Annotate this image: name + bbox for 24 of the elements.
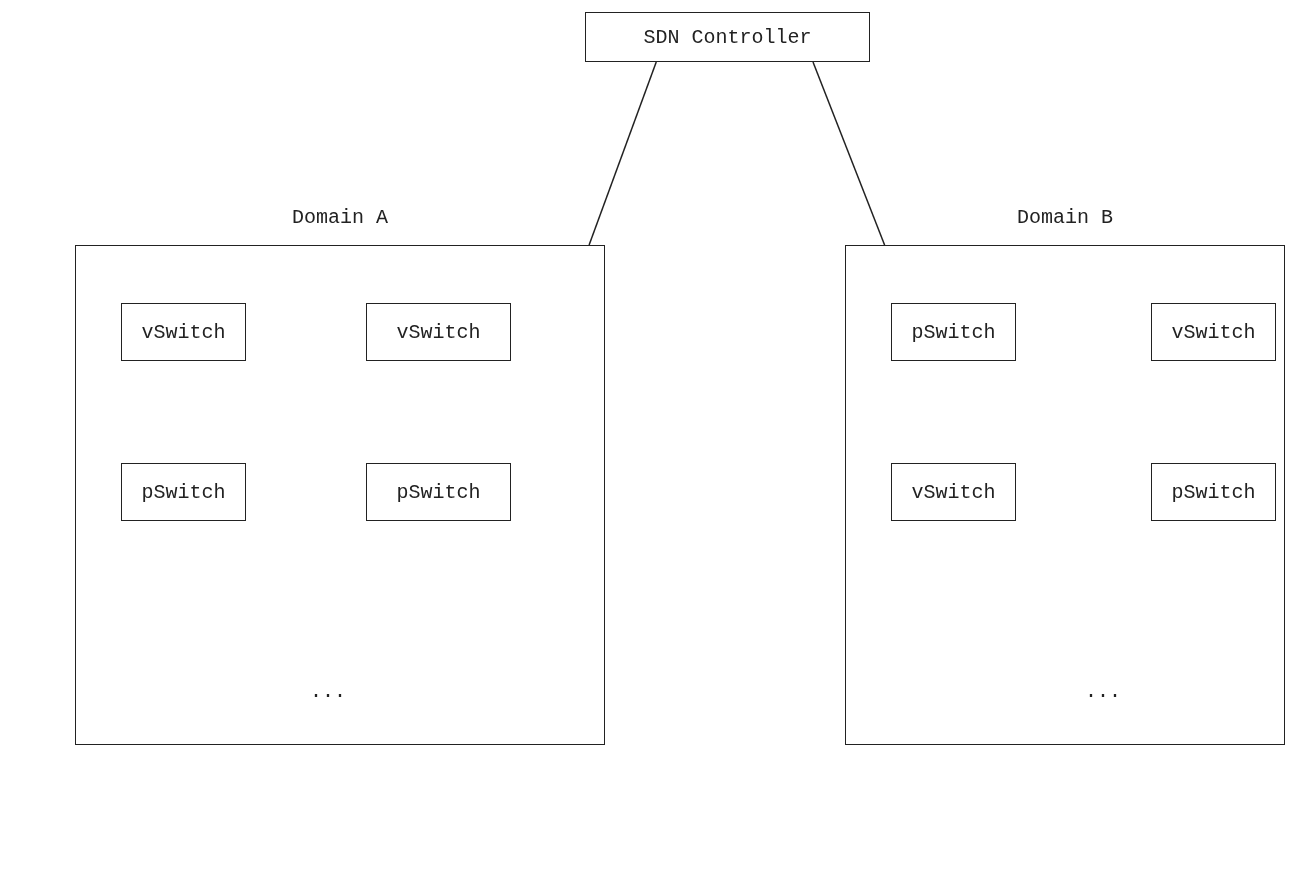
- connector-line: [588, 61, 657, 246]
- switch-box: [121, 463, 246, 521]
- connector-line: [812, 61, 886, 246]
- switch-box: [891, 303, 1016, 361]
- switch-label: SDN Controller: [643, 25, 812, 49]
- switch-label: vSwitch: [396, 320, 481, 344]
- domain-heading: Domain B: [1016, 206, 1114, 229]
- domain-heading: Domain A: [291, 206, 389, 229]
- switch-box: [1151, 303, 1276, 361]
- ellipsis-text: ...: [1085, 680, 1121, 703]
- switch-label: pSwitch: [396, 480, 481, 504]
- switch-label: pSwitch: [1171, 480, 1256, 504]
- switch-label: vSwitch: [911, 480, 996, 504]
- switch-box: [891, 463, 1016, 521]
- switch-label: pSwitch: [141, 480, 226, 504]
- switch-box: [585, 12, 870, 62]
- switch-label: pSwitch: [911, 320, 996, 344]
- switch-label: vSwitch: [1171, 320, 1256, 344]
- switch-box: [121, 303, 246, 361]
- switch-box: [1151, 463, 1276, 521]
- ellipsis-text: ...: [310, 680, 346, 703]
- switch-box: [366, 303, 511, 361]
- switch-box: [366, 463, 511, 521]
- switch-label: vSwitch: [141, 320, 226, 344]
